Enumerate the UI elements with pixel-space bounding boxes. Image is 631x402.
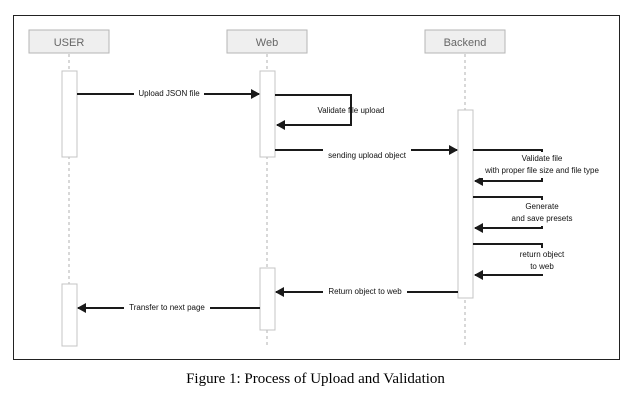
actor-backend: Backend	[424, 29, 506, 54]
message-label-line-2: and save presets	[512, 214, 573, 223]
message-transfer-to-next-page: Transfer to next page	[77, 301, 260, 313]
message-label-line-2: to web	[530, 262, 554, 271]
message-label-line-1: Generate	[525, 202, 559, 211]
message-sending-upload-object: sending upload object	[275, 145, 458, 160]
actor-label-web: Web	[256, 37, 278, 49]
message-label: Upload JSON file	[138, 89, 200, 98]
message-label: Transfer to next page	[129, 303, 205, 312]
message-validate-file-upload: Validate file upload	[275, 94, 385, 130]
sequence-diagram: USER Web Backend Upload JSON file Valida…	[28, 29, 604, 348]
user-activation-2	[61, 283, 78, 347]
message-validate-file: Validate file with proper file size and …	[473, 149, 604, 186]
diagram-frame: USER Web Backend Upload JSON file Valida…	[13, 15, 620, 360]
message-label-line-2: with proper file size and file type	[484, 166, 599, 175]
message-upload-json-file: Upload JSON file	[77, 87, 260, 99]
actor-web: Web	[226, 29, 308, 54]
actor-user: USER	[28, 29, 110, 54]
user-activation-1	[61, 70, 78, 158]
message-label-line-1: return object	[520, 250, 565, 259]
backend-activation	[457, 109, 474, 299]
message-label: Return object to web	[328, 287, 402, 296]
message-return-object-to-web: Return object to web	[275, 285, 458, 297]
actor-label-backend: Backend	[444, 37, 487, 49]
message-label: sending upload object	[328, 151, 407, 160]
web-activation-1	[259, 70, 276, 158]
actor-label-user: USER	[54, 37, 85, 49]
self-message-arrow	[275, 94, 352, 130]
web-activation-2	[259, 267, 276, 331]
message-generate-presets: Generate and save presets	[473, 196, 580, 233]
message-label: Validate file upload	[317, 106, 384, 115]
message-return-object: return object to web	[473, 243, 574, 280]
message-label-line-1: Validate file	[522, 154, 563, 163]
figure-caption: Figure 1: Process of Upload and Validati…	[186, 371, 445, 387]
